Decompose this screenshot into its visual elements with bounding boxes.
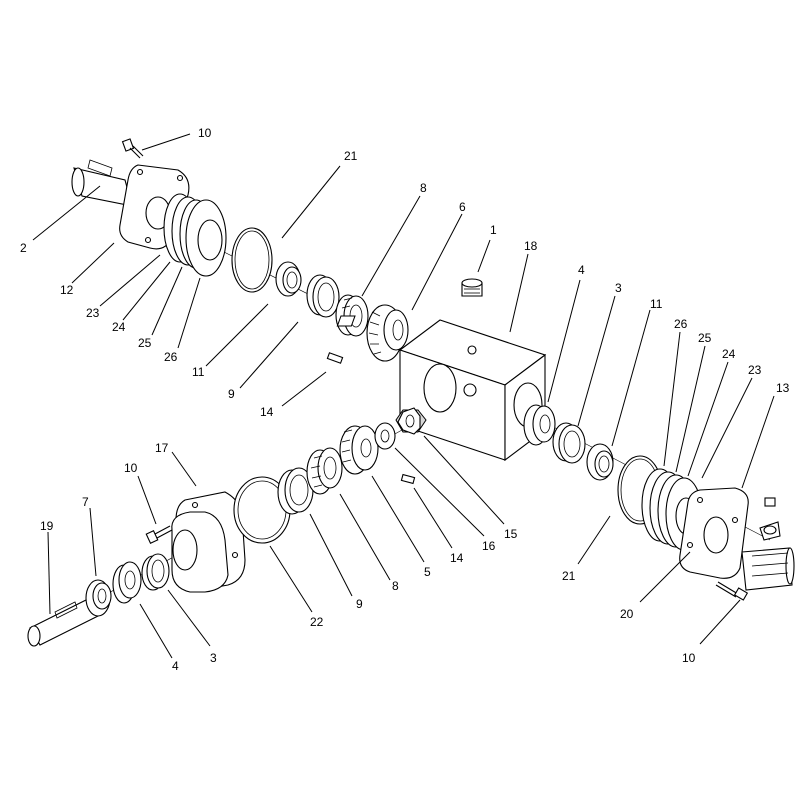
callout-26-right: 26 xyxy=(674,317,688,331)
callout-13: 13 xyxy=(776,381,790,395)
seal-stack-left xyxy=(163,193,227,277)
callout-11-left: 11 xyxy=(192,365,205,379)
callout-1: 1 xyxy=(490,223,497,237)
splined-shaft-20 xyxy=(741,547,795,591)
callout-4-bottom: 4 xyxy=(172,659,179,673)
bolt-10-top xyxy=(121,138,144,159)
callout-5: 5 xyxy=(424,565,431,579)
callout-23-right: 23 xyxy=(748,363,762,377)
callout-23-left: 23 xyxy=(86,306,100,320)
callout-17: 17 xyxy=(155,441,169,455)
callout-11-right: 11 xyxy=(650,297,663,311)
bearing-cone-4-left xyxy=(112,561,142,604)
oring-21-top xyxy=(231,227,273,293)
callout-8-top: 8 xyxy=(420,181,427,195)
washer-16 xyxy=(374,422,396,450)
lower-left-assembly xyxy=(27,407,421,647)
bearing-cup-9-top xyxy=(306,274,340,318)
callout-16: 16 xyxy=(482,539,496,553)
callout-25-left: 25 xyxy=(138,336,152,350)
housing-18 xyxy=(336,315,547,462)
right-assembly xyxy=(523,404,795,601)
callout-20: 20 xyxy=(620,607,634,621)
gear-5 xyxy=(339,425,379,475)
seal-11-right xyxy=(586,443,614,481)
callout-labels: 10 21 8 6 1 18 4 3 11 26 25 24 23 13 2 1… xyxy=(20,126,790,673)
callout-2: 2 xyxy=(20,241,27,255)
callout-7: 7 xyxy=(82,495,89,509)
callout-3-right: 3 xyxy=(615,281,622,295)
callout-21-bottom: 21 xyxy=(562,569,576,583)
callout-9-top: 9 xyxy=(228,387,235,401)
callout-3-bottom: 3 xyxy=(210,651,217,665)
shaft-19 xyxy=(27,597,101,647)
callout-6: 6 xyxy=(459,200,466,214)
bearing-carrier-17 xyxy=(171,491,246,593)
key-14-bottom xyxy=(400,473,416,485)
bearing-cup-9-bottom xyxy=(277,467,314,515)
leader-lines xyxy=(32,133,775,659)
seal-7 xyxy=(85,579,112,617)
callout-15: 15 xyxy=(504,527,518,541)
callout-8-bottom: 8 xyxy=(392,579,399,593)
bolt-10-bottom xyxy=(715,581,749,601)
bearing-cup-3-left xyxy=(141,553,170,591)
callout-9-bottom: 9 xyxy=(356,597,363,611)
nut-15 xyxy=(397,407,421,435)
callout-10-top: 10 xyxy=(198,126,212,140)
callout-24-left: 24 xyxy=(112,320,126,334)
callout-19: 19 xyxy=(40,519,54,533)
key-14-top xyxy=(326,352,344,364)
plug-1 xyxy=(461,278,483,297)
callout-12: 12 xyxy=(60,283,74,297)
callout-24-right: 24 xyxy=(722,347,736,361)
seal-11-left xyxy=(275,261,302,297)
callout-21-top: 21 xyxy=(344,149,358,163)
callout-18: 18 xyxy=(524,239,538,253)
callout-10-mid: 10 xyxy=(124,461,138,475)
bearing-cone-8-bottom xyxy=(306,447,343,495)
flange-13 xyxy=(679,487,749,579)
callout-14-top: 14 xyxy=(260,405,274,419)
upper-left-assembly xyxy=(71,138,409,364)
callout-10-bottom: 10 xyxy=(682,651,696,665)
callout-25-right: 25 xyxy=(698,331,712,345)
bearing-cup-3-right xyxy=(552,422,586,464)
callout-4-right: 4 xyxy=(578,263,585,277)
callout-14-bottom: 14 xyxy=(450,551,464,565)
bearing-cone-4-right xyxy=(523,404,556,446)
bolt-10-mid xyxy=(145,525,173,544)
callout-26-left: 26 xyxy=(164,350,178,364)
bevel-gear-6 xyxy=(366,304,409,362)
coupler-part xyxy=(759,497,781,541)
shaft-2 xyxy=(71,159,133,207)
callout-22: 22 xyxy=(310,615,324,629)
